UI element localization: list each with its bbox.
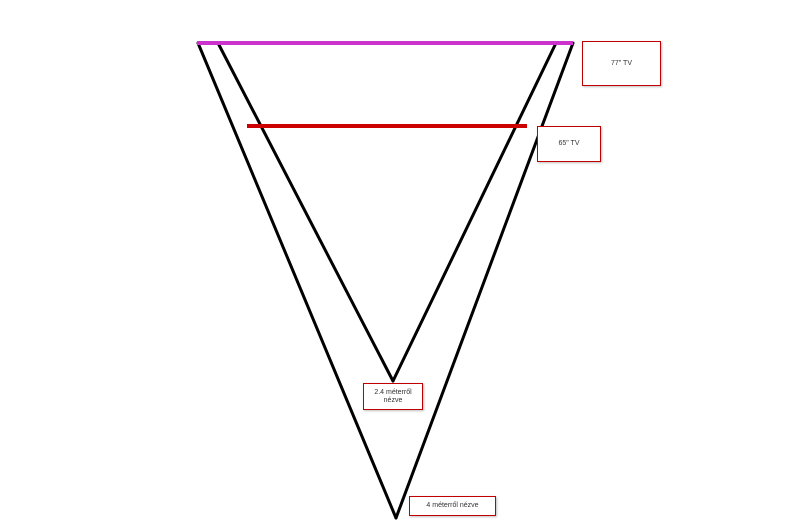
sight-line-2-4m-right bbox=[391, 41, 558, 383]
view-2-4m-label-line1: 2.4 méterről bbox=[374, 388, 412, 396]
view-2-4m-label-box: 2.4 méterről nézve bbox=[363, 383, 423, 410]
tv77-label: 77" TV bbox=[610, 59, 633, 67]
tv65-label: 65" TV bbox=[558, 140, 580, 147]
sight-line-2-4m-left bbox=[216, 41, 395, 383]
view-4m-label: 4 méterről nézve bbox=[426, 502, 479, 509]
sight-line-4m-left bbox=[196, 41, 398, 520]
view-4m-label-box: 4 méterről nézve bbox=[409, 496, 496, 516]
tv65-label-box: 65" TV bbox=[537, 126, 601, 162]
sight-line-4m-right bbox=[394, 41, 575, 520]
view-2-4m-label-line2: nézve bbox=[383, 396, 403, 404]
tv77-label-box: 77" TV bbox=[582, 41, 661, 86]
